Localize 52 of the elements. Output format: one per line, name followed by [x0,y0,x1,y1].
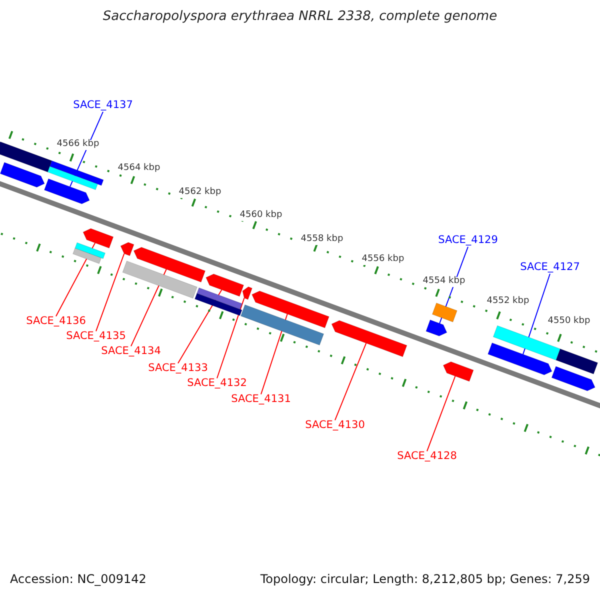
gene-feature [331,320,408,358]
gene-feature [72,248,102,264]
gene-label: SACE_4129 [438,235,498,247]
gene-feature [44,178,90,204]
scale-label: 4550 kbp [548,317,590,327]
scale-label: 4556 kbp [362,255,404,265]
genome-info-text: Topology: circular; Length: 8,212,805 bp; Genes: 7,259 [260,573,590,586]
gene-feature [426,320,448,336]
gene-feature [252,290,330,328]
accession-text: Accession: NC_009142 [10,573,146,586]
gene-feature [442,361,474,382]
scale-label: 4560 kbp [240,211,282,221]
scale-label: 4554 kbp [422,277,466,287]
gene-feature [551,366,596,392]
gene-label: SACE_4135 [66,331,126,343]
gene-label: SACE_4128 [397,451,457,463]
gene-label: SACE_4134 [101,346,161,358]
scale-label: 4564 kbp [118,164,160,174]
gene-feature [133,246,206,282]
gene-feature [74,242,106,260]
gene-feature [432,302,458,322]
scale-label: 4562 kbp [178,188,222,198]
gene-feature [488,342,552,376]
diagram-title: Saccharopolyspora erythraea NRRL 2338, complete genome [102,10,498,24]
gene-feature [0,162,45,188]
leader-line [178,289,222,364]
gene-feature [82,228,114,248]
leader-line [216,298,245,379]
gene-feature [49,160,104,186]
gene-feature [194,292,242,316]
scale-label: 4566 kbp [56,140,100,150]
gene-label: SACE_4131 [231,394,291,406]
gene-label: SACE_4136 [26,316,86,328]
gene-label: SACE_4127 [520,262,580,274]
gene-label: SACE_4133 [148,363,208,375]
leader-line [426,376,456,452]
gene-feature [0,141,52,172]
gene-feature [556,348,598,374]
gene-feature [47,166,98,190]
leader-line [334,342,367,421]
gene-feature [206,274,244,297]
leader-line [96,253,125,332]
gene-feature [120,242,134,256]
gene-label: SACE_4130 [305,420,365,432]
gene-feature [122,260,198,299]
gene-feature [240,304,324,346]
gene-feature [196,287,243,310]
gene-feature [492,325,561,360]
scale-label: 4558 kbp [300,235,344,245]
scale-label: 4552 kbp [486,297,530,307]
gene-label: SACE_4137 [73,100,133,112]
gene-label: SACE_4132 [187,378,247,390]
